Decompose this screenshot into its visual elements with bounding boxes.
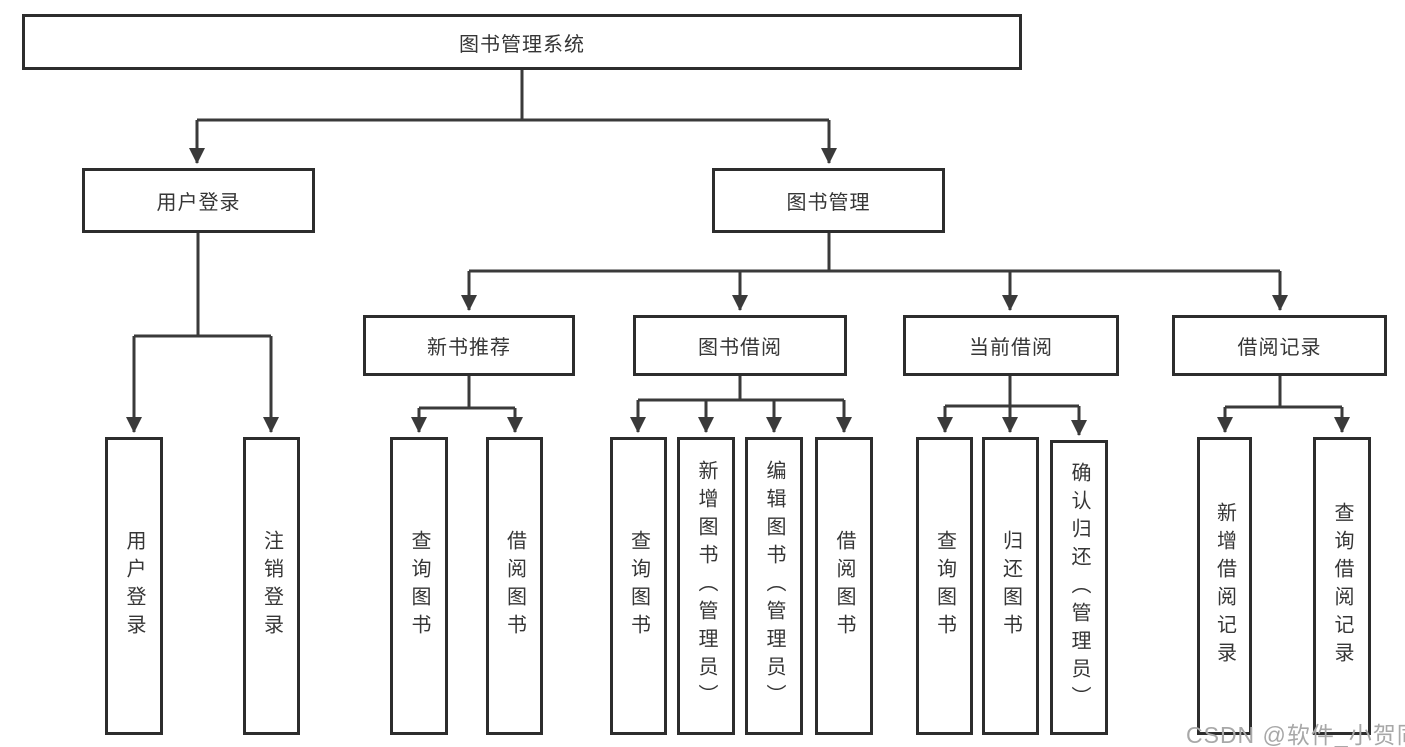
leaf-logout: 注销登录 [243,437,300,735]
node-current-borrow: 当前借阅 [903,315,1119,376]
leaf-borrow-books-1: 借阅图书 [486,437,543,735]
node-label: 借阅图书 [503,530,526,642]
node-borrow-record: 借阅记录 [1172,315,1387,376]
node-label: 注销登录 [260,530,283,642]
leaf-user-login: 用户登录 [105,437,163,735]
leaf-add-borrow-record: 新增借阅记录 [1197,437,1252,735]
node-label: 用户登录 [156,192,241,214]
node-label: 查询借阅记录 [1331,502,1353,670]
leaf-query-books-1: 查询图书 [390,437,448,735]
watermark: CSDN @软件_小贺同学 [1186,722,1405,747]
leaf-query-books-3: 查询图书 [916,437,973,735]
node-label: 查询图书 [933,530,956,642]
node-label: 借阅图书 [833,530,855,642]
leaf-borrow-books-2: 借阅图书 [815,437,873,735]
node-book-management: 图书管理 [712,168,945,233]
node-label: 新增图书（管理员） [695,460,717,712]
node-book-borrow: 图书借阅 [633,315,847,376]
leaf-query-books-2: 查询图书 [610,437,667,735]
node-label: 编辑图书（管理员） [763,460,785,712]
leaf-return-books: 归还图书 [982,437,1039,735]
node-label: 图书管理 [786,192,871,214]
node-label: 图书借阅 [698,337,782,359]
leaf-edit-books-admin: 编辑图书（管理员） [745,437,803,735]
node-label: 确认归还（管理员） [1068,461,1090,714]
node-label: 当前借阅 [969,337,1053,359]
node-user-login: 用户登录 [82,168,315,233]
node-label: 查询图书 [627,530,650,642]
leaf-add-books-admin: 新增图书（管理员） [677,437,735,735]
node-label: 查询图书 [408,530,430,642]
node-label: 新书推荐 [427,337,511,359]
leaf-query-borrow-record: 查询借阅记录 [1313,437,1371,735]
node-library-management-system: 图书管理系统 [22,14,1022,70]
node-label: 新增借阅记录 [1213,502,1236,670]
leaf-confirm-return-admin: 确认归还（管理员） [1050,440,1108,735]
node-new-book-recommend: 新书推荐 [363,315,575,376]
node-label: 图书管理系统 [459,33,585,56]
node-label: 用户登录 [123,530,145,642]
node-label: 归还图书 [999,530,1022,642]
node-label: 借阅记录 [1237,337,1322,359]
